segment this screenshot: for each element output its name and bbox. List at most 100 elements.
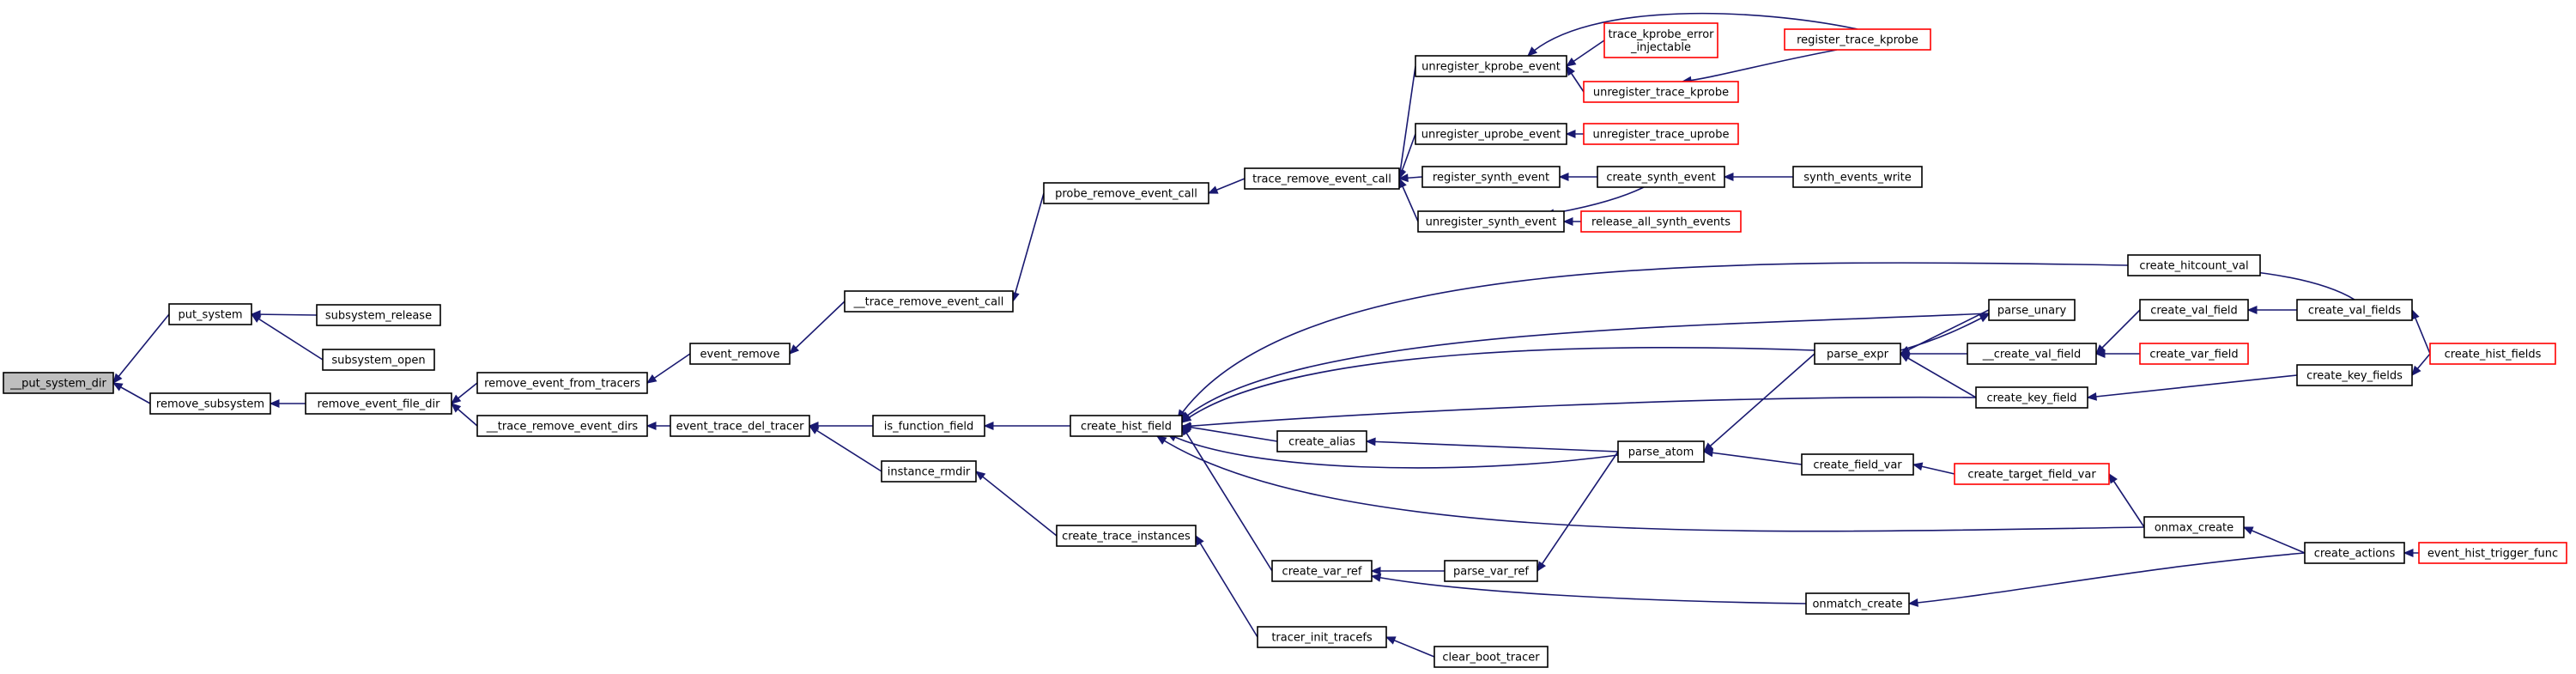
node-synth-events-write[interactable]: synth_events_write: [1792, 166, 1923, 188]
node-create-trace-instances[interactable]: create_trace_instances: [1056, 525, 1197, 547]
edge-create-hist-field-to-is-function-field-arrowhead: [983, 422, 994, 430]
node-event-hist-trigger-func[interactable]: event_hist_trigger_func: [2418, 542, 2567, 564]
node-register-trace-kprobe[interactable]: register_trace_kprobe: [1784, 28, 1931, 51]
node-create-var-ref[interactable]: create_var_ref: [1271, 560, 1373, 582]
edge-register-trace-kprobe-to-unregister-kprobe-event: [1527, 12, 1858, 57]
node-trace-remove-event-call[interactable]: trace_remove_event_call: [1244, 167, 1400, 190]
node-event-remove[interactable]: event_remove: [689, 343, 791, 365]
edge-onmatch-create-to-create-var-ref-arrowhead: [1370, 574, 1382, 582]
node-is-function-field[interactable]: is_function_field: [872, 415, 985, 437]
node-label: create_synth_event: [1606, 172, 1715, 185]
edge-subsystem-open-to-put-system: [251, 313, 324, 361]
node-clear-boot-tracer[interactable]: clear_boot_tracer: [1433, 646, 1549, 668]
node-create-hist-field[interactable]: create_hist_field: [1070, 415, 1183, 437]
node-create-key-fields[interactable]: create_key_fields: [2296, 364, 2413, 386]
node-label: unregister_synth_event: [1426, 216, 1557, 229]
edge-parse-atom-to-create-alias: [1366, 440, 1619, 452]
edge-parse-expr-to-parse-atom: [1703, 353, 1815, 452]
node-release-all-synth-events[interactable]: release_all_synth_events: [1580, 210, 1742, 233]
node-label: create_key_fields: [2306, 370, 2403, 383]
node-create-alias[interactable]: create_alias: [1276, 430, 1367, 452]
node-box: [2429, 343, 2556, 365]
node-trace-remove-event-call-u[interactable]: __trace_remove_event_call: [844, 290, 1014, 313]
node-remove-subsystem[interactable]: remove_subsystem: [149, 392, 271, 415]
node-create-field-var[interactable]: create_field_var: [1801, 453, 1914, 476]
edge-tracer-init-tracefs-to-create-trace-instances: [1195, 535, 1258, 638]
node-create-val-field-u[interactable]: __create_val_field: [1967, 343, 2097, 365]
node-create-target-field-var[interactable]: create_target_field_var: [1954, 463, 2110, 485]
node-box: [1580, 210, 1742, 233]
node-parse-atom[interactable]: parse_atom: [1617, 440, 1705, 463]
edge-create-synth-event-to-unregister-synth-event: [1544, 186, 1645, 216]
node-label: subsystem_release: [325, 310, 432, 323]
node-box: [1975, 386, 2088, 409]
edge-create-hist-fields-to-create-key-fields-arrowhead: [2411, 365, 2421, 376]
node-unregister-kprobe-event[interactable]: unregister_kprobe_event: [1415, 55, 1567, 77]
edge-create-field-var-to-parse-atom: [1703, 451, 1803, 465]
node-label: create_key_field: [1986, 392, 2076, 405]
node-label: parse_atom: [1628, 446, 1694, 459]
edge-onmax-create-to-create-target-field-var-arrowhead: [2108, 472, 2118, 484]
node-unregister-trace-uprobe[interactable]: unregister_trace_uprobe: [1583, 123, 1739, 145]
edge-parse-atom-to-parse-var-ref-arrowhead: [1537, 561, 1546, 573]
node-subsystem-release[interactable]: subsystem_release: [316, 304, 441, 326]
node-box: [1603, 22, 1718, 58]
node-subsystem-open[interactable]: subsystem_open: [322, 349, 435, 371]
node-parse-unary[interactable]: parse_unary: [1988, 299, 2076, 321]
edge-parse-unary-to-create-hist-field-arrowhead: [1180, 411, 1191, 422]
node-box: [2296, 299, 2413, 321]
node-event-trace-del-tracer[interactable]: event_trace_del_tracer: [670, 415, 810, 437]
node-onmax-create[interactable]: onmax_create: [2143, 516, 2245, 538]
node-remove-event-from-tracers[interactable]: remove_event_from_tracers: [476, 372, 648, 394]
node-create-hist-fields[interactable]: create_hist_fields: [2429, 343, 2556, 365]
node-parse-var-ref[interactable]: parse_var_ref: [1444, 560, 1538, 582]
node-onmatch-create[interactable]: onmatch_create: [1805, 592, 1910, 615]
node-box: [316, 304, 441, 326]
edge-create-val-fields-to-create-val-field-arrowhead: [2246, 306, 2258, 314]
node-label: onmatch_create: [1812, 598, 1902, 611]
node-box: [2127, 254, 2261, 276]
edge-create-synth-event-to-register-synth-event-arrowhead: [1558, 173, 1569, 181]
edge-put-system-to-put-system-dir: [112, 313, 170, 384]
node-label: instance_rmdir: [888, 466, 971, 479]
node-label: create_hist_field: [1081, 421, 1172, 434]
node-create-key-field[interactable]: create_key_field: [1975, 386, 2088, 409]
node-instance-rmdir[interactable]: instance_rmdir: [881, 460, 977, 483]
node-create-var-field[interactable]: create_var_field: [2139, 343, 2249, 365]
node-label: unregister_kprobe_event: [1421, 61, 1561, 74]
node-label: parse_var_ref: [1453, 566, 1529, 579]
edge-subsystem-open-to-put-system-arrowhead: [250, 313, 262, 323]
node-trace-kprobe-error-injectable[interactable]: trace_kprobe_error_injectable: [1603, 22, 1718, 58]
node-unregister-synth-event[interactable]: unregister_synth_event: [1417, 210, 1565, 233]
node-put-system[interactable]: put_system: [168, 303, 252, 325]
node-label: event_remove: [700, 349, 780, 361]
node-box: [1801, 453, 1914, 476]
node-parse-expr[interactable]: parse_expr: [1814, 343, 1901, 365]
edge-parse-atom-to-parse-var-ref: [1537, 451, 1619, 572]
node-label: probe_remove_event_call: [1055, 188, 1197, 201]
node-create-hitcount-val[interactable]: create_hitcount_val: [2127, 254, 2261, 276]
node-create-val-field[interactable]: create_val_field: [2139, 299, 2249, 321]
node-create-actions[interactable]: create_actions: [2304, 542, 2405, 564]
node-create-val-fields[interactable]: create_val_fields: [2296, 299, 2413, 321]
edge-create-key-fields-to-create-key-field-arrowhead: [2086, 392, 2097, 401]
node-label: remove_subsystem: [156, 398, 264, 411]
node-label: trace_kprobe_error_injectable: [1608, 28, 1714, 54]
node-remove-event-file-dir[interactable]: remove_event_file_dir: [305, 392, 452, 415]
node-box: [1617, 440, 1705, 463]
node-trace-remove-event-dirs[interactable]: __trace_remove_event_dirs: [476, 415, 648, 437]
node-unregister-trace-kprobe[interactable]: unregister_trace_kprobe: [1583, 81, 1739, 103]
node-tracer-init-tracefs[interactable]: tracer_init_tracefs: [1257, 626, 1387, 648]
node-create-synth-event[interactable]: create_synth_event: [1597, 166, 1725, 188]
node-label: __create_val_field: [1982, 349, 2082, 361]
node-label: register_synth_event: [1433, 172, 1549, 185]
edge-register-synth-event-to-trace-remove-event-call-arrowhead: [1397, 173, 1409, 183]
node-register-synth-event[interactable]: register_synth_event: [1421, 166, 1561, 188]
node-label: create_hitcount_val: [2139, 260, 2248, 273]
node-put-system-dir[interactable]: __put_system_dir: [3, 372, 114, 394]
edge-create-trace-instances-to-instance-rmdir-arrowhead: [974, 471, 986, 481]
node-unregister-uprobe-event[interactable]: unregister_uprobe_event: [1415, 123, 1567, 145]
node-probe-remove-event-call[interactable]: probe_remove_event_call: [1043, 182, 1209, 204]
node-label: create_var_ref: [1282, 566, 1362, 579]
